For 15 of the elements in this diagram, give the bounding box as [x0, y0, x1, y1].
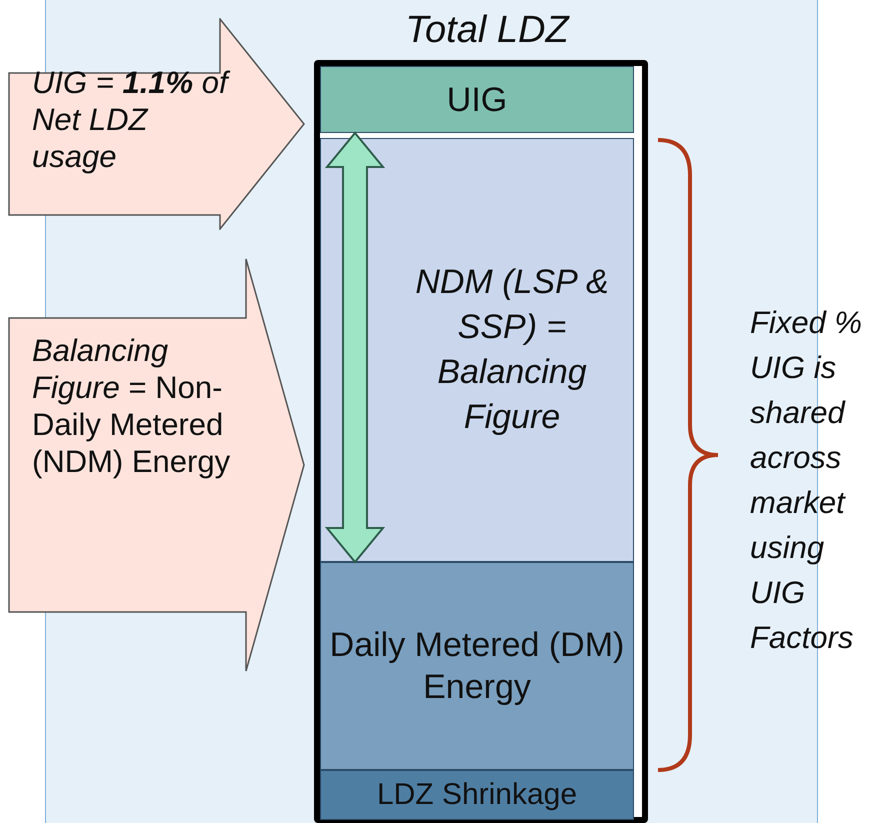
band-label: NDM (LSP & SSP) = Balancing Figure [414, 262, 610, 438]
band-label: UIG [446, 80, 508, 120]
band-segment [320, 562, 634, 770]
band-segment [320, 770, 634, 820]
band-segment [320, 138, 634, 562]
note-text: Fixed % UIG is shared across market using UIG Factors [750, 304, 863, 657]
callout-arrow [8, 258, 306, 672]
band-segment [320, 66, 634, 133]
band-label: Daily Metered (DM) Energy [328, 625, 626, 708]
double-arrow [324, 131, 386, 564]
callout-text: Balancing Figure = Non-Daily Metered (NDM) Energy [32, 332, 232, 480]
band-label: LDZ Shrinkage [376, 777, 578, 813]
callout-arrow [8, 18, 306, 230]
callout-text: UIG = 1.1% of Net LDZ usage [32, 64, 232, 175]
column-heading: Total LDZ [404, 8, 571, 53]
